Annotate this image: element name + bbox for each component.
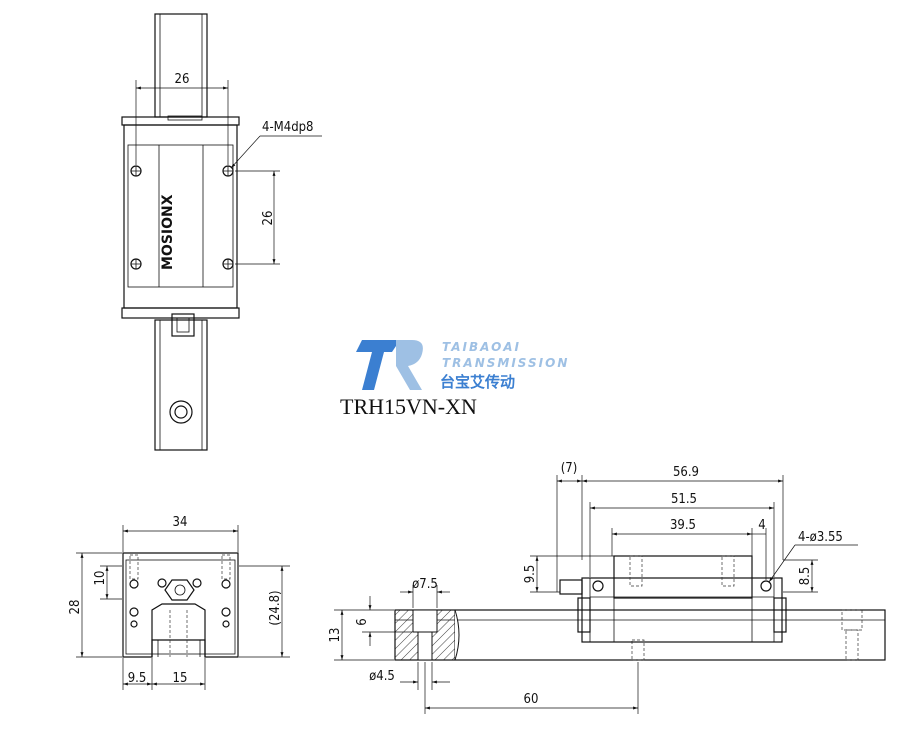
- side-total-length-dim: 56.9: [673, 465, 699, 480]
- side-bolt-hole-dia: ø4.5: [369, 669, 395, 684]
- grease-nipple-hex: [164, 579, 195, 601]
- end-view-holes: [129, 554, 231, 628]
- top-width-dim: 26: [175, 72, 190, 87]
- mounting-holes: [130, 165, 234, 270]
- end-top-height-dim: 10: [93, 571, 108, 586]
- side-hole-callout: 4-ø3.55: [798, 530, 843, 545]
- model-number: TRH15VN-XN: [340, 394, 477, 419]
- block-profile: [122, 552, 239, 658]
- end-width-dim: 34: [173, 515, 188, 530]
- side-grease-nipple: [559, 579, 583, 595]
- end-left-offset-dim: 9.5: [128, 671, 147, 686]
- rail-top-segment: [154, 13, 208, 118]
- logo-t-shape: [356, 340, 400, 390]
- rail-mounting-hole: [169, 400, 193, 424]
- logo-r-shape: [396, 340, 423, 390]
- side-right-height-dim: 8.5: [798, 567, 813, 586]
- end-rail-width-dim: 15: [173, 671, 188, 686]
- end-height-dim: 28: [68, 600, 83, 615]
- side-hole-pitch-dim: 39.5: [670, 518, 696, 533]
- side-view: (7) 56.9 51.5 39.5 4 4-ø3.55 9.5 8.5: [328, 461, 886, 714]
- block-engraving: MOSIONX: [160, 194, 176, 270]
- block-body: [123, 124, 238, 309]
- brand-name-en-1: TAIBAOAI: [442, 340, 521, 354]
- side-overhang-dim: (7): [561, 461, 578, 476]
- brand-name-cn: 台宝艾传动: [440, 373, 515, 391]
- top-view: MOSIONX 26 26 4-M4dp8: [121, 13, 322, 451]
- side-hole-pitch: 60: [524, 692, 539, 707]
- side-counterbore-depth: 6: [355, 618, 370, 625]
- top-hole-spacing-dim: 26: [261, 211, 276, 226]
- rail-side: [394, 609, 886, 661]
- end-seal-bottom: [121, 307, 240, 319]
- brand-logo: TAIBAOAI TRANSMISSION 台宝艾传动: [356, 340, 569, 391]
- side-edge-dim: 4: [758, 518, 765, 533]
- side-counterbore-dia: ø7.5: [412, 577, 438, 592]
- rail-profile: [151, 603, 206, 657]
- rail-bottom-segment: [154, 319, 208, 451]
- side-body-length-dim: 51.5: [671, 492, 697, 507]
- top-hole-callout: 4-M4dp8: [262, 120, 314, 135]
- brand-name-en-2: TRANSMISSION: [442, 356, 569, 370]
- grease-nipple: [171, 313, 195, 337]
- side-rail-height: 13: [328, 628, 343, 643]
- end-rail-height-dim: (24.8): [268, 590, 283, 625]
- side-left-height-dim: 9.5: [523, 565, 538, 584]
- end-view: 34 28 10 (24.8) 9.5 15: [68, 515, 290, 690]
- end-seal-top: [121, 116, 240, 126]
